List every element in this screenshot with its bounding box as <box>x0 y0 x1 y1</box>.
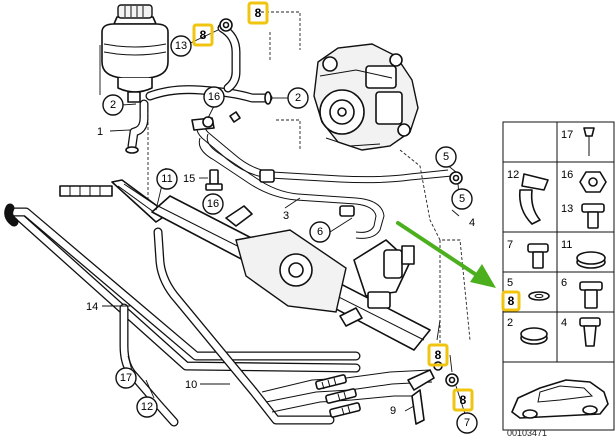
svg-text:6: 6 <box>561 277 567 289</box>
table-cell-17: 17 <box>561 127 595 156</box>
svg-text:5: 5 <box>507 277 513 289</box>
callout-16-top: 16 <box>203 86 225 108</box>
svg-text:17: 17 <box>120 372 132 384</box>
assembly-frame <box>147 11 471 345</box>
steering-rack-part <box>59 179 431 351</box>
svg-text:8: 8 <box>508 294 515 308</box>
pointer-arrow <box>396 221 496 288</box>
svg-text:9: 9 <box>390 405 396 417</box>
hose-1-part <box>125 99 149 154</box>
callout-2-pump: 2 <box>287 87 309 109</box>
svg-text:3: 3 <box>283 210 289 222</box>
svg-text:15: 15 <box>183 173 195 185</box>
callout-5-bottom: 5 <box>451 188 473 210</box>
table-cell-4: 4 <box>561 317 601 347</box>
callout-7: 7 <box>456 412 478 434</box>
svg-text:8: 8 <box>255 6 262 20</box>
callout-11: 11 <box>156 168 178 190</box>
table-cell-7: 7 <box>507 239 549 269</box>
callout-5-top: 5 <box>435 146 457 168</box>
bolt-15-part <box>199 169 223 191</box>
svg-text:5: 5 <box>459 193 465 205</box>
svg-text:16: 16 <box>207 198 219 210</box>
steering-pump-part <box>313 43 419 151</box>
callout-12: 12 <box>136 396 158 418</box>
svg-text:13: 13 <box>561 203 573 215</box>
label-3: 3 <box>283 210 289 222</box>
highlight-8-mid: 8 <box>427 343 449 367</box>
table-cell-13: 13 <box>561 203 605 229</box>
table-cell-11: 11 <box>561 239 606 269</box>
svg-text:11: 11 <box>161 173 172 185</box>
svg-text:8: 8 <box>460 393 467 407</box>
hose-fittings-part <box>315 361 459 425</box>
callout-6: 6 <box>309 221 331 243</box>
table-cell-6: 6 <box>561 277 603 309</box>
svg-text:17: 17 <box>561 129 573 141</box>
table-cell-12: 12 <box>507 169 549 225</box>
callout-2-reservoir: 2 <box>102 94 124 116</box>
svg-text:7: 7 <box>507 239 513 251</box>
highlight-8-top: 8 <box>247 1 269 25</box>
svg-text:14: 14 <box>86 301 98 313</box>
label-1: 1 <box>97 126 103 138</box>
svg-text:13: 13 <box>175 40 187 52</box>
svg-text:4: 4 <box>561 317 567 329</box>
svg-text:4: 4 <box>469 217 475 229</box>
svg-text:2: 2 <box>295 92 301 104</box>
highlight-8-left: 8 <box>192 23 214 47</box>
label-9: 9 <box>390 405 396 417</box>
svg-text:16: 16 <box>561 169 573 181</box>
svg-text:16: 16 <box>208 91 220 103</box>
connector-16-part <box>202 111 241 128</box>
svg-text:10: 10 <box>185 379 197 391</box>
table-cell-5: 5 <box>507 277 550 301</box>
svg-text:8: 8 <box>435 348 442 362</box>
label-15: 15 <box>183 173 195 185</box>
parts-side-table: 17 12 16 13 7 11 <box>502 121 615 431</box>
callout-13: 13 <box>170 35 192 57</box>
svg-text:2: 2 <box>110 99 116 111</box>
suction-hose-part <box>145 85 273 105</box>
label-4: 4 <box>469 217 475 229</box>
svg-text:12: 12 <box>507 169 519 181</box>
top-hose-part <box>217 18 241 93</box>
svg-text:11: 11 <box>561 239 572 251</box>
svg-text:1: 1 <box>97 126 103 138</box>
highlight-8-table: 8 <box>501 290 521 312</box>
highlight-8-low: 8 <box>452 388 474 412</box>
cooling-loop-part <box>4 203 361 373</box>
svg-text:5: 5 <box>443 151 449 163</box>
svg-text:12: 12 <box>141 401 153 413</box>
car-thumbnail <box>511 379 609 419</box>
label-10: 10 <box>185 379 197 391</box>
svg-text:2: 2 <box>507 317 513 329</box>
svg-text:8: 8 <box>200 28 207 42</box>
label-14: 14 <box>86 301 98 313</box>
callout-16-bottom: 16 <box>202 193 224 215</box>
reservoir-part <box>99 4 169 103</box>
document-number: 00103471 <box>507 428 548 438</box>
callout-17: 17 <box>115 367 137 389</box>
svg-text:6: 6 <box>317 226 323 238</box>
table-cell-16: 16 <box>561 169 607 193</box>
table-cell-2: 2 <box>507 317 548 345</box>
svg-text:7: 7 <box>464 417 470 429</box>
